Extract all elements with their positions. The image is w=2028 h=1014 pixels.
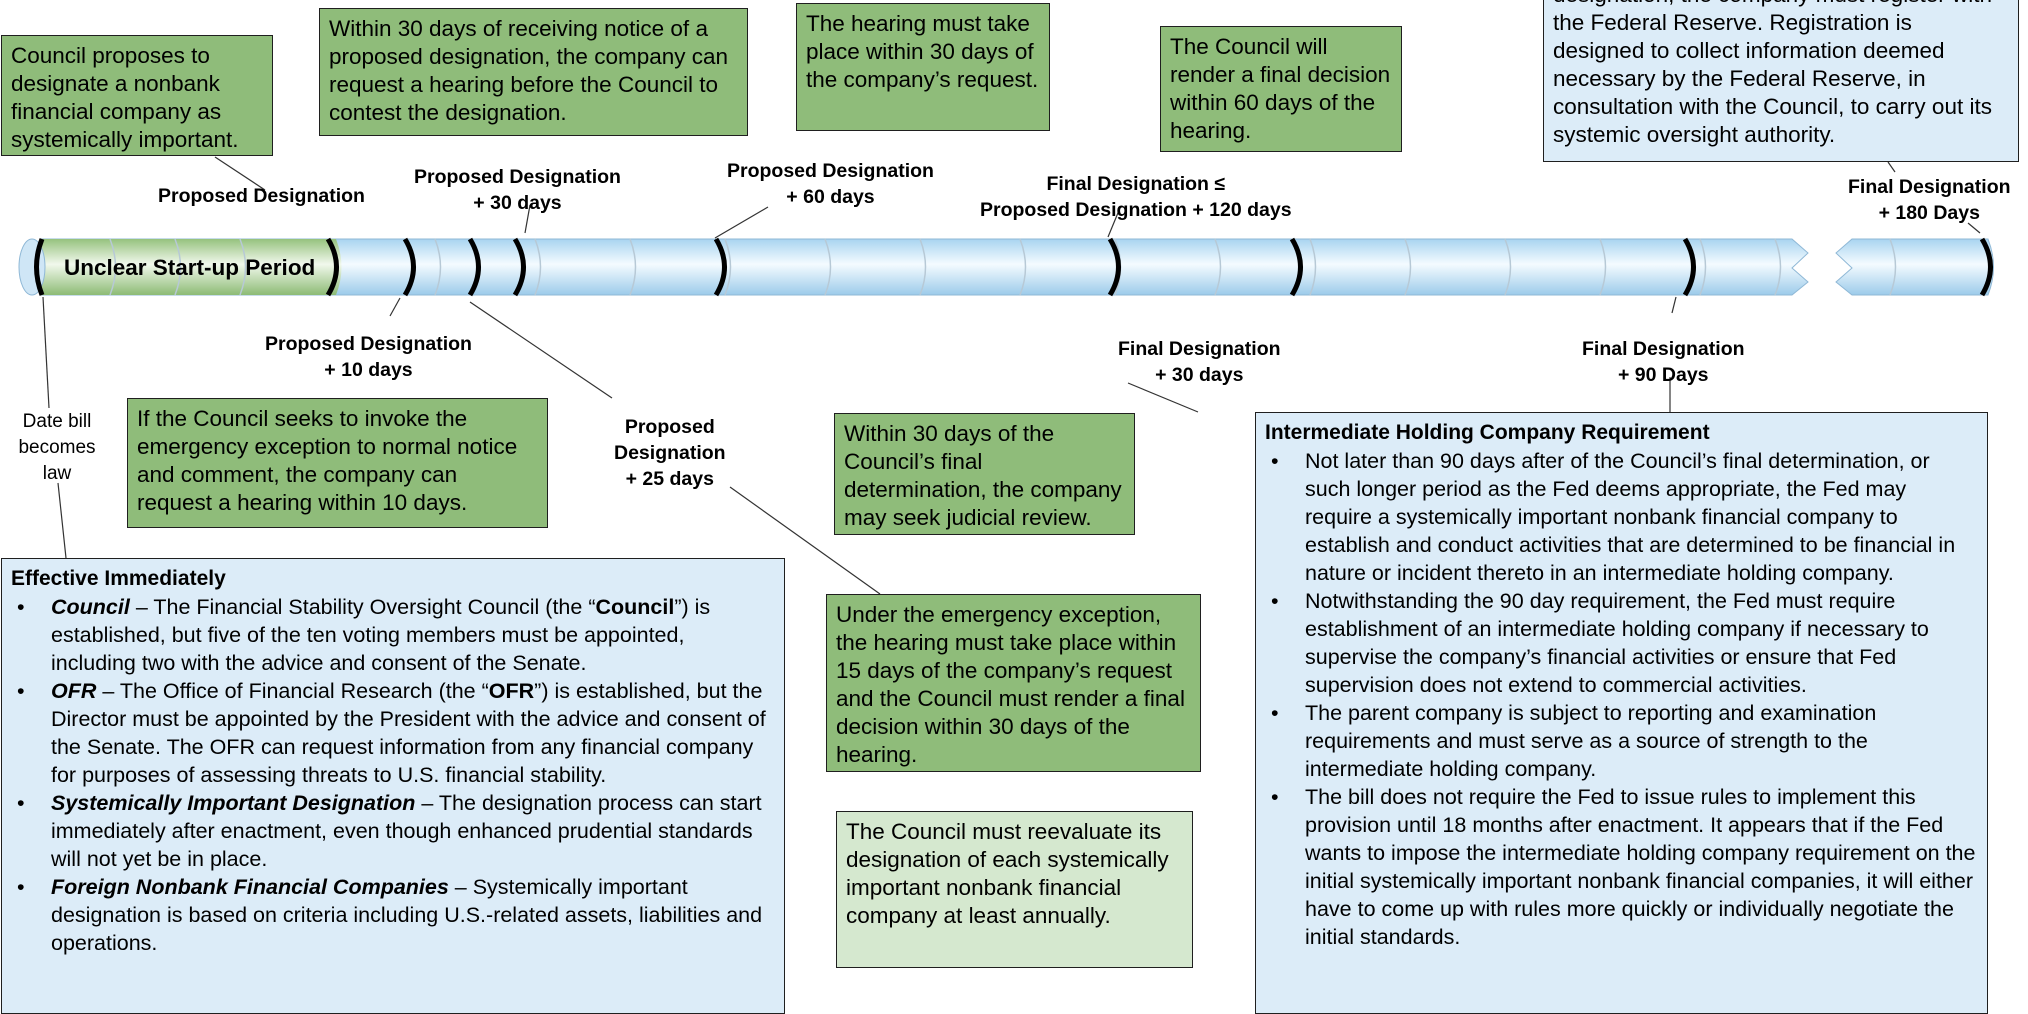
effective-item-text: – Systemically important designation is …	[51, 875, 763, 955]
final-decision-box: The Council will render a final decision…	[1160, 26, 1402, 152]
label-line: Designation	[614, 442, 726, 464]
leader-lines	[42, 156, 1981, 595]
label-final-plus-90: Final Designation + 90 Days	[1582, 336, 1745, 388]
effective-immediately-title: Effective Immediately	[11, 567, 226, 590]
hearing-request-box: Within 30 days of receiving notice of a …	[319, 8, 748, 136]
effective-item: OFR – The Office of Financial Research (…	[11, 677, 775, 789]
label-line: + 10 days	[324, 359, 413, 381]
label-line: + 90 Days	[1617, 364, 1709, 386]
effective-item-abbrev: OFR	[488, 679, 535, 703]
label-line: Proposed Designation + 120 days	[980, 199, 1292, 221]
registration-text: designation, the company must register w…	[1553, 0, 1992, 147]
label-date-bill-becomes-law: Date bill becomes law	[14, 409, 100, 487]
label-proposed-line: Proposed Designation	[158, 185, 365, 207]
label-final-plus-30: Final Designation + 30 days	[1118, 336, 1281, 388]
label-proposed-plus-60: Proposed Designation + 60 days	[727, 158, 934, 210]
effective-immediately-list: Council – The Financial Stability Oversi…	[11, 593, 775, 957]
label-line: Proposed Designation	[265, 333, 472, 355]
label-line: law	[42, 463, 72, 484]
effective-item-text: ”) is established, but the Director must…	[51, 679, 766, 787]
effective-item-term: Foreign Nonbank Financial Companies	[51, 875, 449, 899]
registration-box: designation, the company must register w…	[1543, 0, 2019, 162]
label-line: + 25 days	[625, 468, 714, 490]
label-line: Final Designation	[1582, 338, 1745, 360]
label-line: + 30 days	[1155, 364, 1244, 386]
emergency-exception-box: If the Council seeks to invoke the emerg…	[127, 398, 548, 528]
label-line: + 180 Days	[1878, 202, 1980, 224]
tube-rings	[109, 238, 1897, 296]
effective-immediately-box: Effective Immediately Council – The Fina…	[1, 558, 785, 1014]
label-proposed-plus-10: Proposed Designation + 10 days	[265, 331, 472, 383]
effective-item-abbrev: Council	[595, 595, 675, 619]
effective-item-text: – The designation process can start imme…	[51, 791, 762, 871]
emergency-hearing-box: Under the emergency exception, the heari…	[826, 594, 1201, 772]
ihc-list: Not later than 90 days after of the Coun…	[1265, 447, 1978, 951]
ihc-item: Not later than 90 days after of the Coun…	[1265, 447, 1978, 587]
label-proposed-plus-25: Proposed Designation + 25 days	[614, 414, 726, 492]
effective-item-text: – The Office of Financial Research (the …	[96, 679, 489, 703]
label-line: Final Designation	[1848, 176, 2011, 198]
ihc-item: Notwithstanding the 90 day requirement, …	[1265, 587, 1978, 699]
effective-item-term: OFR	[51, 679, 97, 703]
effective-item: Systemically Important Designation – The…	[11, 789, 775, 873]
effective-item-term: Systemically Important Designation	[51, 791, 416, 815]
label-proposed-designation: Proposed Designation	[158, 183, 365, 209]
hearing-within-30-box: The hearing must take place within 30 da…	[796, 3, 1050, 131]
timeline-tube	[18, 238, 1994, 296]
label-line: Proposed Designation	[414, 166, 621, 188]
label-line: + 30 days	[473, 192, 562, 214]
label-line: Final Designation ≤	[1046, 173, 1226, 195]
ihc-item: The parent company is subject to reporti…	[1265, 699, 1978, 783]
effective-item-text: ”) is established, but five of the ten v…	[51, 595, 711, 675]
label-line: becomes	[18, 437, 96, 458]
label-line: Proposed	[624, 416, 715, 438]
council-proposes-box: Council proposes to designate a nonbank …	[1, 35, 273, 156]
label-final-120: Final Designation ≤ Proposed Designation…	[980, 171, 1292, 223]
effective-item-text: – The Financial Stability Oversight Coun…	[129, 595, 596, 619]
label-line: + 60 days	[786, 186, 875, 208]
label-line: Proposed Designation	[727, 160, 934, 182]
label-line: Final Designation	[1118, 338, 1281, 360]
reevaluate-annually-box: The Council must reevaluate its designat…	[836, 811, 1193, 968]
effective-item: Foreign Nonbank Financial Companies – Sy…	[11, 873, 775, 957]
judicial-review-box: Within 30 days of the Council’s final de…	[834, 413, 1135, 535]
label-proposed-plus-30: Proposed Designation + 30 days	[414, 164, 621, 216]
effective-item-term: Council	[51, 595, 130, 619]
milestone-rings	[34, 237, 1993, 297]
effective-item: Council – The Financial Stability Oversi…	[11, 593, 775, 677]
label-final-plus-180: Final Designation + 180 Days	[1848, 174, 2011, 226]
ihc-item: The bill does not require the Fed to iss…	[1265, 783, 1978, 951]
intermediate-holding-company-box: Intermediate Holding Company Requirement…	[1255, 412, 1988, 1014]
label-line: Date bill	[22, 411, 92, 432]
ihc-title: Intermediate Holding Company Requirement	[1265, 421, 1710, 444]
startup-period-label: Unclear Start-up Period	[64, 255, 316, 280]
